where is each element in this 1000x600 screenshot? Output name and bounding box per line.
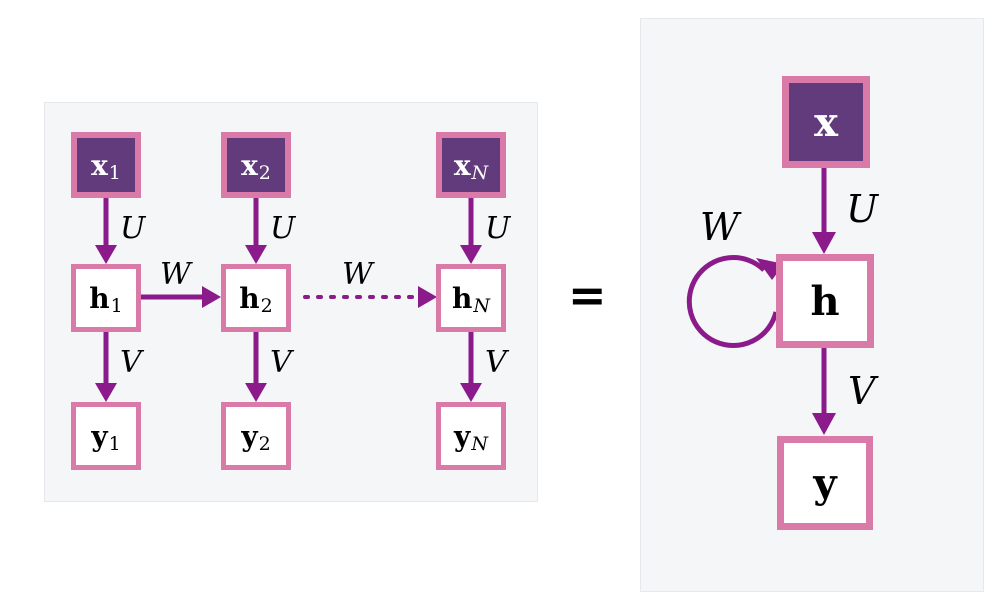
output-label-yn: y [454, 419, 471, 453]
hidden-label-h1: h [89, 281, 110, 315]
w-arrows [140, 286, 437, 308]
input-sub-x2: 2 [258, 162, 271, 184]
u-label-rolled: U [846, 187, 879, 231]
arrowhead-v-2 [245, 383, 267, 402]
hidden-label-hn: h [452, 281, 473, 315]
arrowhead-v-n [460, 383, 482, 402]
w-label-rolled: W [700, 205, 740, 249]
rolled-arrows [686, 168, 836, 435]
u-label-n: U [485, 211, 511, 246]
arrowhead-w-1-2 [202, 286, 221, 308]
w-label-1: W [160, 257, 191, 292]
v-label-1: V [120, 345, 142, 380]
arrowhead-v-1 [95, 383, 117, 402]
equals-sign: = [568, 268, 607, 322]
output-label-y1: y [91, 419, 108, 453]
arrowhead-w-dotted [418, 286, 437, 308]
v-label-n: V [485, 345, 507, 380]
arrowhead-u-n [460, 245, 482, 264]
v-label-rolled: V [848, 369, 876, 413]
hidden-sub-hn: N [473, 295, 490, 317]
u-label-2: U [270, 211, 296, 246]
output-label-y: y [813, 459, 837, 507]
v-arrows [95, 332, 482, 402]
arrowhead-u-rolled [812, 232, 836, 254]
hidden-sub-h1: 1 [110, 295, 123, 317]
w-label-2: W [342, 257, 373, 292]
input-label-x2: x [241, 148, 258, 182]
u-label-1: U [120, 211, 146, 246]
v-label-2: V [270, 345, 292, 380]
u-arrows [95, 198, 482, 264]
hidden-label-h: h [810, 277, 840, 325]
hidden-label-h2: h [239, 281, 260, 315]
input-node-x: x [782, 76, 870, 168]
input-sub-xn: N [471, 162, 489, 184]
hidden-sub-h2: 2 [260, 295, 273, 317]
input-label-x1: x [91, 148, 108, 182]
output-sub-y2: 2 [258, 433, 271, 455]
arrowhead-u-1 [95, 245, 117, 264]
input-label-xn: x [453, 148, 471, 182]
output-label-y2: y [241, 419, 258, 453]
input-sub-x1: 1 [108, 162, 121, 184]
arrow-w-loop [686, 255, 779, 348]
output-sub-y1: 1 [108, 433, 121, 455]
hidden-node-h: h [776, 254, 874, 348]
arrowhead-u-2 [245, 245, 267, 264]
input-label-x: x [814, 98, 838, 146]
arrowhead-v-rolled [812, 413, 836, 435]
output-node-y: y [777, 436, 873, 530]
output-sub-yn: N [471, 433, 488, 455]
